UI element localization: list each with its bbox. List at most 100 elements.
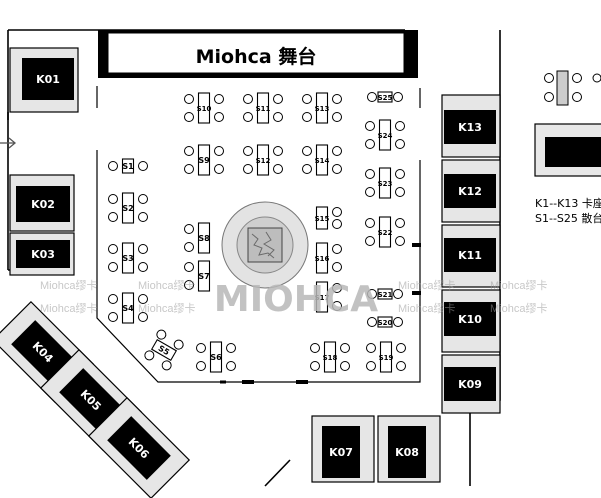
table-label: S25 [378, 94, 393, 102]
chair [332, 94, 342, 104]
table-top [379, 341, 393, 373]
table-s1[interactable]: S1 [108, 158, 148, 174]
chair [196, 361, 206, 371]
chair [395, 169, 405, 179]
table-label: S1 [122, 162, 134, 171]
table-s19[interactable]: S19 [366, 341, 406, 373]
table-label: S12 [256, 157, 271, 165]
chair [243, 164, 253, 174]
booth-k06[interactable]: K06 [87, 396, 191, 498]
table-s24[interactable]: S24 [365, 119, 405, 151]
table-s16[interactable]: S16 [315, 242, 342, 274]
booth-k09[interactable]: K09 [441, 354, 501, 414]
table-label: S3 [122, 254, 133, 263]
chair [161, 360, 172, 371]
chair [332, 262, 342, 272]
booth-k02[interactable]: K02 [9, 174, 75, 232]
table-label: S7 [198, 272, 209, 281]
table-s8[interactable]: S8 [184, 222, 211, 254]
chair [226, 343, 236, 353]
chair [365, 236, 375, 246]
booth-k10[interactable]: K10 [441, 289, 501, 353]
table-top [378, 119, 392, 151]
table-s3[interactable]: S3 [108, 242, 148, 274]
chair [108, 312, 118, 322]
table-s25[interactable]: S25 [367, 91, 403, 103]
chair [273, 146, 283, 156]
chair [395, 121, 405, 131]
table-s10[interactable]: S10 [184, 92, 224, 124]
booth-k08[interactable]: K08 [377, 415, 441, 483]
chair [144, 350, 155, 361]
inner-partitions [96, 86, 421, 384]
table-s15[interactable]: S15 [315, 206, 342, 230]
watermark-text: Miohca缪卡 [40, 278, 97, 292]
chair [214, 146, 224, 156]
table-s13[interactable]: S13 [302, 92, 342, 124]
booth-label: K13 [458, 121, 482, 134]
watermark-center: MIOHCA [214, 279, 378, 320]
table-label: S17 [315, 294, 330, 302]
table-s6[interactable]: S6 [196, 341, 236, 373]
chair [108, 244, 118, 254]
table-top [197, 260, 211, 292]
chair [395, 139, 405, 149]
table-s2[interactable]: S2 [108, 192, 148, 224]
chair [367, 317, 377, 327]
chair [184, 242, 194, 252]
table-s5[interactable]: S5 [143, 328, 185, 371]
table-label: S14 [315, 157, 330, 165]
booth-label: K11 [458, 249, 482, 262]
table-s14[interactable]: S14 [302, 144, 342, 176]
table-s23[interactable]: S23 [365, 167, 405, 199]
table-s4[interactable]: S4 [108, 292, 148, 324]
chair [214, 112, 224, 122]
chair [396, 343, 406, 353]
table-s18[interactable]: S18 [310, 341, 350, 373]
chair [184, 280, 194, 290]
booth-k11[interactable]: K11 [441, 224, 501, 288]
chair [184, 94, 194, 104]
booth-k01[interactable]: K01 [9, 47, 79, 113]
chair [340, 361, 350, 371]
chair [393, 317, 403, 327]
table-label: S24 [378, 132, 393, 140]
table-top [378, 167, 392, 199]
legend-booths: K1--K13 卡座 [535, 197, 601, 210]
table-s7[interactable]: S7 [184, 260, 211, 292]
booth-k07[interactable]: K07 [311, 415, 375, 483]
chair [184, 146, 194, 156]
table-top [377, 91, 393, 103]
table-top [315, 144, 329, 176]
table-s20[interactable]: S20 [367, 316, 403, 328]
chair [365, 218, 375, 228]
chair [138, 294, 148, 304]
table-s11[interactable]: S11 [243, 92, 283, 124]
chair [395, 187, 405, 197]
booth-k13[interactable]: K13 [441, 94, 501, 158]
table-top [121, 292, 135, 324]
table-top [197, 144, 211, 176]
booth-label: K02 [31, 198, 55, 211]
chair [332, 301, 342, 311]
table-s9[interactable]: S9 [184, 144, 224, 176]
chair [214, 94, 224, 104]
chair [138, 212, 148, 222]
chair [396, 361, 406, 371]
chair [138, 194, 148, 204]
stage: Miohca 舞台 [98, 30, 418, 78]
chair [302, 94, 312, 104]
booth-k03[interactable]: K03 [9, 232, 75, 276]
chair [273, 164, 283, 174]
table-s21[interactable]: S21 [367, 288, 403, 300]
chair [367, 92, 377, 102]
table-label: S15 [315, 215, 330, 223]
watermark-text: Miohca缪卡 [40, 301, 97, 315]
table-s17[interactable]: S17 [315, 281, 342, 313]
table-s12[interactable]: S12 [243, 144, 283, 176]
table-top [378, 216, 392, 248]
booth-k12[interactable]: K12 [441, 159, 501, 223]
chair [243, 146, 253, 156]
table-s22[interactable]: S22 [365, 216, 405, 248]
